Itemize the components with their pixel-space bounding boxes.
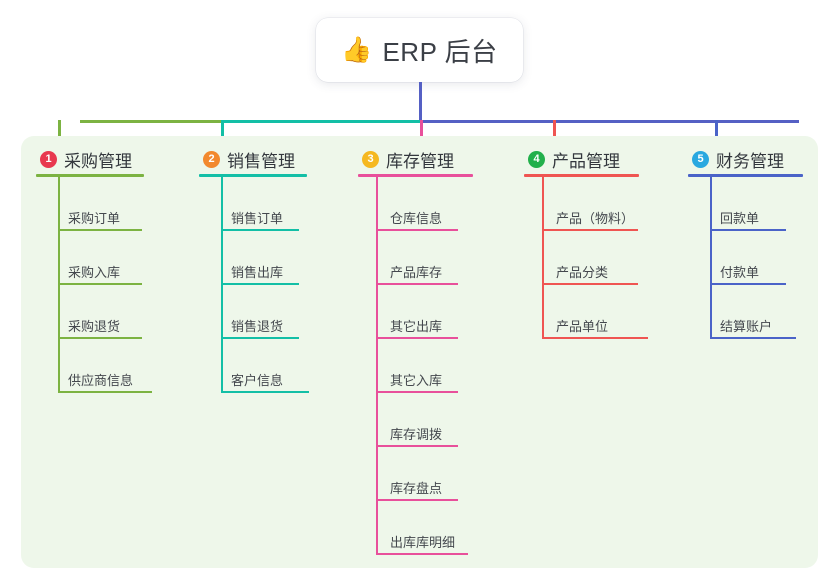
column-drop-5 (715, 120, 718, 142)
branch-header-rule (199, 174, 307, 177)
branch-leaf-label[interactable]: 其它入库 (390, 373, 443, 388)
branch-leaf-rule (221, 337, 299, 339)
branch-header-2[interactable]: 2 销售管理 (203, 147, 295, 172)
branch-number-badge: 3 (362, 151, 379, 168)
branch-leaf-rule (376, 499, 458, 501)
branch-leaf-rule (376, 553, 468, 555)
branch-leaf-label[interactable]: 付款单 (720, 265, 760, 280)
branch-leaf-label[interactable]: 销售订单 (231, 211, 284, 226)
branch-leaf-label[interactable]: 库存调拨 (390, 427, 443, 442)
column-drop-1 (58, 120, 61, 142)
branch-leaf-label[interactable]: 出库库明细 (390, 535, 456, 550)
branch-leaf-rule (376, 337, 458, 339)
branch-header-rule (36, 174, 144, 177)
connector-bar-segment-3 (420, 120, 799, 123)
branch-leaf-rule (542, 337, 648, 339)
branch-title: 财务管理 (716, 152, 784, 171)
branch-leaf-label[interactable]: 回款单 (720, 211, 760, 226)
branch-leaf-label[interactable]: 客户信息 (231, 373, 284, 388)
branch-leaf-label[interactable]: 结算账户 (720, 319, 773, 334)
thumbs-up-emoji: 👍 (341, 35, 373, 64)
branch-header-rule (524, 174, 639, 177)
branches-panel (21, 136, 818, 568)
branch-leaf-rule (58, 391, 152, 393)
branch-header-rule (358, 174, 473, 177)
branch-leaf-label[interactable]: 产品（物料） (556, 211, 635, 226)
branch-leaf-rule (542, 283, 638, 285)
column-drop-3 (420, 120, 423, 142)
branch-leaf-label[interactable]: 供应商信息 (68, 373, 134, 388)
branch-leaf-label[interactable]: 库存盘点 (390, 481, 443, 496)
root-stem (419, 82, 422, 123)
connector-bar-segment-1 (80, 120, 224, 123)
branch-leaf-label[interactable]: 采购订单 (68, 211, 121, 226)
branch-leaf-rule (58, 337, 142, 339)
branch-leaf-label[interactable]: 其它出库 (390, 319, 443, 334)
branch-leaf-rule (221, 229, 299, 231)
branch-trunk (710, 176, 712, 338)
column-drop-2 (221, 120, 224, 142)
branch-number-badge: 4 (528, 151, 545, 168)
branch-header-4[interactable]: 4 产品管理 (528, 147, 620, 172)
branch-leaf-label[interactable]: 产品单位 (556, 319, 609, 334)
branch-header-3[interactable]: 3 库存管理 (362, 147, 454, 172)
branch-title: 库存管理 (386, 152, 454, 171)
branch-leaf-label[interactable]: 仓库信息 (390, 211, 443, 226)
branch-leaf-rule (376, 283, 458, 285)
branch-leaf-rule (58, 283, 142, 285)
branch-title: 销售管理 (227, 152, 295, 171)
root-node[interactable]: 👍 ERP 后台 (316, 18, 523, 82)
column-drop-4 (553, 120, 556, 142)
branch-leaf-rule (376, 229, 458, 231)
branch-leaf-label[interactable]: 产品库存 (390, 265, 443, 280)
branch-leaf-rule (710, 283, 786, 285)
branch-header-1[interactable]: 1 采购管理 (40, 147, 132, 172)
branch-leaf-rule (221, 283, 299, 285)
branch-leaf-label[interactable]: 采购退货 (68, 319, 121, 334)
branch-leaf-rule (710, 337, 796, 339)
branch-number-badge: 2 (203, 151, 220, 168)
connector-bar-segment-2 (221, 120, 422, 123)
branch-leaf-label[interactable]: 销售出库 (231, 265, 284, 280)
branch-title: 采购管理 (64, 152, 132, 171)
branch-trunk (542, 176, 544, 338)
branch-leaf-rule (58, 229, 142, 231)
branch-title: 产品管理 (552, 152, 620, 171)
branch-number-badge: 1 (40, 151, 57, 168)
branch-leaf-rule (542, 229, 638, 231)
branch-leaf-label[interactable]: 产品分类 (556, 265, 609, 280)
branch-leaf-rule (221, 391, 309, 393)
branch-header-5[interactable]: 5 财务管理 (692, 147, 784, 172)
branch-leaf-rule (376, 445, 458, 447)
branch-leaf-label[interactable]: 采购入库 (68, 265, 121, 280)
branch-number-badge: 5 (692, 151, 709, 168)
branch-leaf-rule (710, 229, 786, 231)
branch-leaf-rule (376, 391, 458, 393)
root-title: ERP 后台 (382, 36, 498, 67)
branch-leaf-label[interactable]: 销售退货 (231, 319, 284, 334)
branch-trunk (376, 176, 378, 554)
branch-header-rule (688, 174, 803, 177)
